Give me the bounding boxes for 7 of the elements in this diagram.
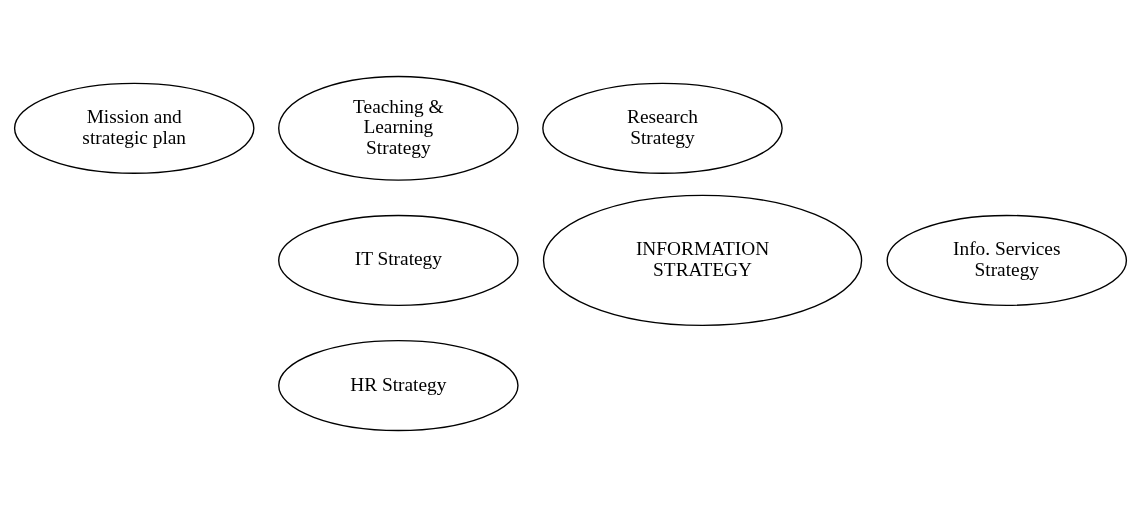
node-ellipse: Mission and strategic plan <box>13 82 255 174</box>
node-ellipse: INFORMATION STRATEGY <box>542 194 863 326</box>
node-ellipse: Research Strategy <box>542 82 783 174</box>
node-ellipse: Teaching & Learning Strategy <box>278 75 519 181</box>
node-ellipse: HR Strategy <box>278 339 519 431</box>
node-ellipse: IT Strategy <box>278 214 519 306</box>
node-ellipse: Info. Services Strategy <box>886 214 1128 306</box>
